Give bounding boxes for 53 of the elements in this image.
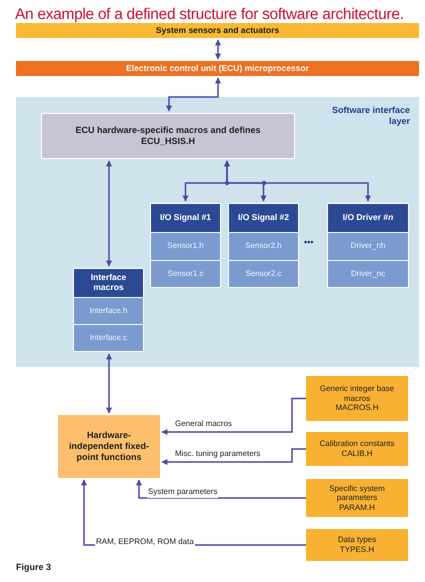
processor-bar xyxy=(16,61,419,76)
module-header: I/O Signal #1 xyxy=(151,204,220,232)
layer-label: Software interface layer xyxy=(330,105,410,127)
header-file-box xyxy=(306,529,408,561)
box-label: MACROS.H xyxy=(335,403,379,413)
module-header: Interface macros xyxy=(74,269,143,297)
module-header: I/O Driver #n xyxy=(328,204,408,232)
edge-label: Misc. tuning parameters xyxy=(174,448,262,460)
ellipsis-label: ••• xyxy=(304,236,314,249)
header-file-box xyxy=(306,479,408,517)
box-label: CALIB.H xyxy=(341,449,373,459)
box-label: Data types xyxy=(338,535,376,545)
connector-arrow xyxy=(106,160,112,267)
file-row: Sensor1.h xyxy=(151,233,220,260)
file-row: Driver_nc xyxy=(328,260,408,287)
connector-arrow xyxy=(166,77,221,112)
connector-arrow xyxy=(161,448,306,465)
box-label: PARAM.H xyxy=(339,502,375,512)
header-file-box xyxy=(306,432,408,466)
module-stack xyxy=(228,203,299,288)
file-row: Sensor1.c xyxy=(151,260,220,287)
function-box xyxy=(58,415,160,478)
box-label: Hardware-independent fixed-point functions xyxy=(68,430,150,463)
box-label: ECU_HSIS.H xyxy=(140,136,195,148)
file-row: Sensor2.c xyxy=(229,260,298,287)
layer-panel xyxy=(16,97,419,367)
edge-label: RAM, EEPROM, ROM data xyxy=(95,536,195,548)
title: An example of a defined structure for software architecture. xyxy=(15,5,404,25)
macros-box xyxy=(41,113,295,159)
file-row: Interface.h xyxy=(74,298,143,324)
module-stack xyxy=(73,268,144,352)
box-label: TYPES.H xyxy=(340,545,374,555)
top-bar xyxy=(16,23,419,38)
module-stack xyxy=(150,203,221,288)
edge-label: System parameters xyxy=(147,486,218,498)
header-file-box xyxy=(306,376,408,421)
module-stack xyxy=(327,203,409,288)
connector-arrow xyxy=(224,160,371,202)
connector-arrow xyxy=(106,353,112,414)
module-header: I/O Signal #2 xyxy=(229,204,298,232)
box-label: Generic integer base macros xyxy=(318,384,396,404)
file-row: Interface.c xyxy=(74,325,143,351)
box-label: ECU hardware-specific macros and defines xyxy=(75,124,261,136)
figure-caption: Figure 3 xyxy=(16,561,52,574)
connector-arrow xyxy=(136,479,306,499)
box-label: Calibration constants xyxy=(320,439,394,449)
bar-label: System sensors and actuators xyxy=(156,24,280,37)
file-row: Sensor2.h xyxy=(229,233,298,260)
connector-arrow xyxy=(161,398,306,435)
bar-label: Electronic control unit (ECU) microprocessor xyxy=(126,62,309,75)
connector-arrow xyxy=(215,39,221,60)
box-label: Specific system parameters xyxy=(328,484,386,503)
file-row: Driver_nh xyxy=(328,233,408,260)
